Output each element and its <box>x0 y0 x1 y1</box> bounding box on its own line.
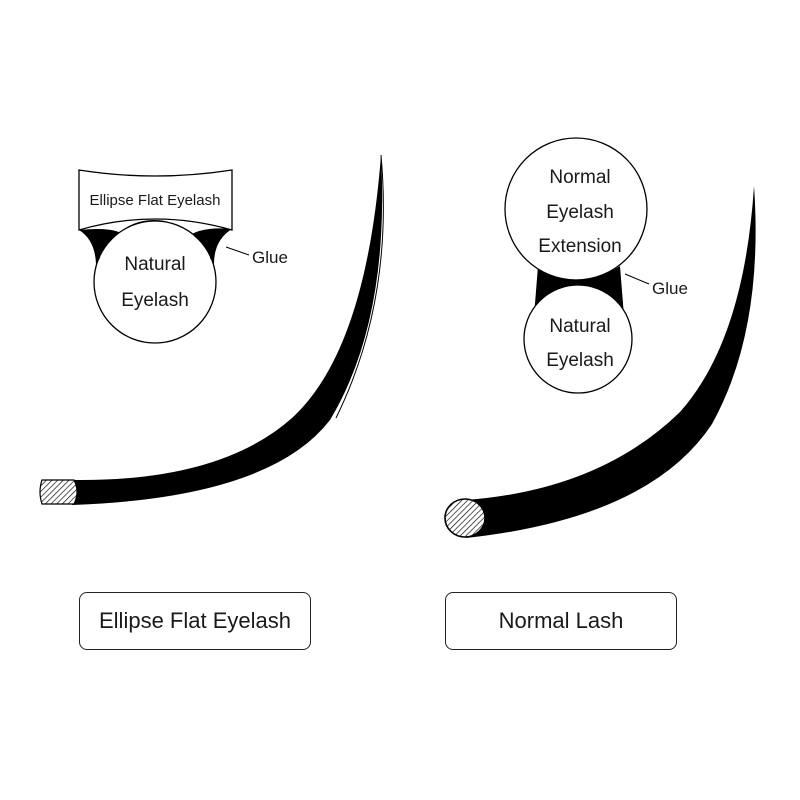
ellipse-flat-cross-section: Ellipse Flat Eyelash Natural Eyelash Glu… <box>78 169 288 344</box>
normal-lash-cross-section: Normal Eyelash Extension Natural Eyelash… <box>504 137 688 394</box>
caption-ellipse-flat-eyelash: Ellipse Flat Eyelash <box>79 592 311 650</box>
extension-label-line1: Normal <box>549 167 610 188</box>
glue-side-right <box>210 229 232 264</box>
normal-lash-base-hatched <box>444 498 486 538</box>
natural-eyelash-label-line2-right: Eyelash <box>546 350 614 371</box>
normal-lash-body <box>466 186 756 538</box>
glue-side-left <box>79 230 100 264</box>
natural-eyelash-circle-right <box>523 284 633 394</box>
flat-lash-tip-highlight <box>335 154 384 419</box>
glue-label-right: Glue <box>652 279 688 298</box>
glue-label-left: Glue <box>252 248 288 267</box>
flat-eyelash-section <box>78 169 233 231</box>
natural-eyelash-label-line1-left: Natural <box>124 254 185 275</box>
extension-label-line2: Eyelash <box>546 202 614 223</box>
extension-circle <box>504 137 648 281</box>
flat-lash-body <box>72 155 383 505</box>
ellipse-flat-lash-curve <box>39 154 384 505</box>
glue-pointer-right <box>624 273 650 285</box>
natural-eyelash-label-line2-left: Eyelash <box>121 290 189 311</box>
extension-label-line3: Extension <box>538 236 621 257</box>
normal-lash-curve <box>444 186 756 538</box>
glue-pointer-left <box>225 246 250 256</box>
caption-normal-lash: Normal Lash <box>445 592 677 650</box>
flat-eyelash-label: Ellipse Flat Eyelash <box>90 192 221 209</box>
natural-eyelash-circle-left <box>93 220 217 344</box>
flat-lash-base-hatched <box>39 479 78 505</box>
natural-eyelash-label-line1-right: Natural <box>549 316 610 337</box>
